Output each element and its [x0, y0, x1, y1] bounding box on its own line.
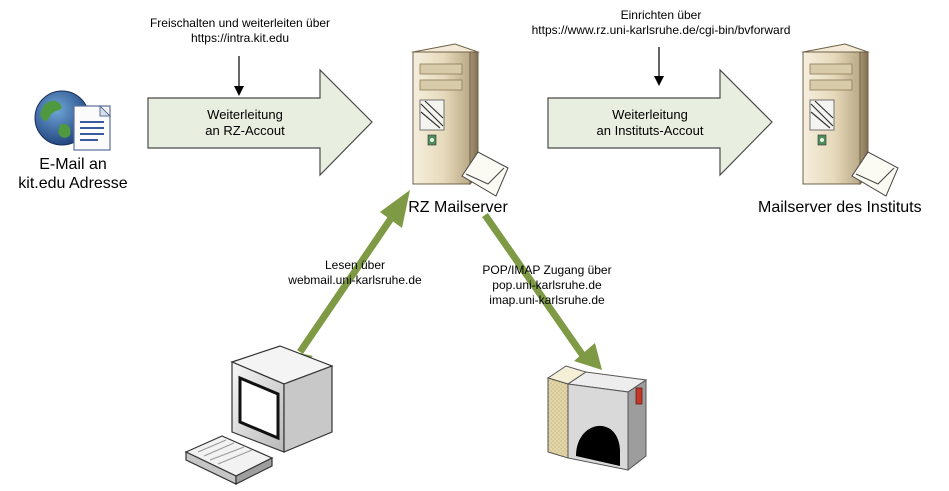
top-note-2-line2: https://www.rz.uni-karlsruhe.de/cgi-bin/…: [531, 23, 791, 37]
note-arrow-2: [654, 47, 664, 86]
top-note-1-line1: Freischalten und weiterleiten über: [149, 16, 331, 30]
rz-envelope-icon: [461, 151, 509, 197]
big-arrow-1: [147, 68, 373, 177]
email-source-line2: kit.edu Adresse: [18, 175, 128, 193]
webmail-label: Lesen über webmail.uni-karlsruhe.de: [265, 258, 445, 288]
mailbox-icon: [546, 365, 648, 472]
top-note-2: Einrichten über https://www.rz.uni-karls…: [476, 8, 846, 38]
computer-terminal-icon: [230, 345, 334, 453]
popimap-line2: pop.uni-karlsruhe.de: [492, 278, 602, 292]
email-source-line1: E-Mail an: [39, 156, 107, 173]
green-arrow-popimap: [482, 212, 602, 370]
top-note-2-line1: Einrichten über: [620, 8, 702, 22]
arrow-1-label: Weiterleitung an RZ-Accout: [170, 107, 320, 140]
note-arrow-1: [234, 56, 244, 96]
popimap-line1: POP/IMAP Zugang über: [482, 263, 612, 277]
institute-server-label: Mailserver des Instituts: [758, 199, 922, 216]
rz-server-tower-icon: [411, 43, 480, 186]
arrow-2-line1: Weiterleitung: [612, 107, 688, 122]
globe-with-document-icon: [34, 90, 112, 151]
arrow-2-label: Weiterleitung an Instituts-Accout: [570, 107, 730, 140]
popimap-line3: imap.uni-karlsruhe.de: [489, 293, 605, 307]
webmail-line1: Lesen über: [324, 258, 386, 272]
big-arrow-2: [547, 68, 773, 177]
webmail-line2: webmail.uni-karlsruhe.de: [288, 273, 422, 287]
arrow-1-line1: Weiterleitung: [207, 107, 283, 122]
top-note-1-line2: https://intra.kit.edu: [190, 31, 290, 45]
institute-envelope-icon: [851, 151, 899, 197]
rz-server-label: RZ Mailserver: [408, 199, 508, 216]
top-note-1: Freischalten und weiterleiten über https…: [108, 16, 372, 46]
popimap-label: POP/IMAP Zugang über pop.uni-karlsruhe.d…: [452, 263, 642, 308]
institute-server-tower-icon: [801, 43, 870, 186]
arrow-2-line2: an Instituts-Accout: [596, 123, 704, 139]
keyboard-icon: [184, 435, 274, 485]
arrow-1-line2: an RZ-Accout: [205, 123, 285, 139]
email-source-label: E-Mail an kit.edu Adresse: [8, 155, 138, 193]
